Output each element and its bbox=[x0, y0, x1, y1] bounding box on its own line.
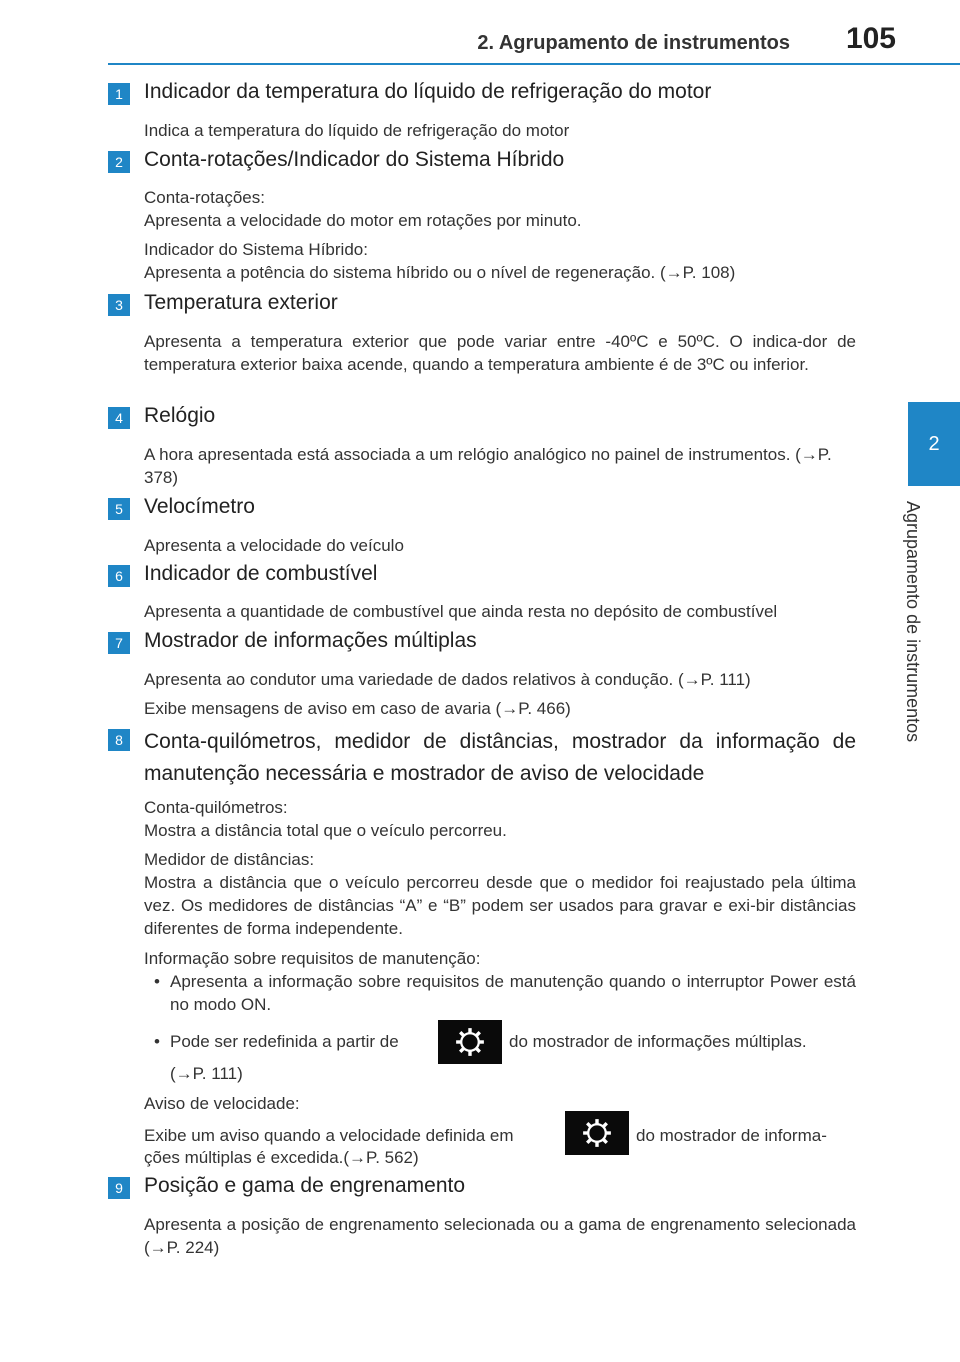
item-badge-5: 5 bbox=[108, 498, 130, 520]
item-label-8d: Aviso de velocidade: bbox=[144, 1094, 300, 1113]
item-text-8d-a: Exibe um aviso quando a velocidade defin… bbox=[144, 1126, 514, 1145]
item-badge-3: 3 bbox=[108, 294, 130, 316]
list-item: • Apresenta a informação sobre requisito… bbox=[154, 970, 856, 1016]
item-badge-6: 6 bbox=[108, 565, 130, 587]
item-text-8d-b: do mostrador de informa- bbox=[636, 1126, 827, 1145]
item-label-2b: Indicador do Sistema Híbrido: bbox=[144, 240, 368, 259]
header-rule bbox=[108, 63, 960, 65]
settings-gear-icon bbox=[438, 1020, 502, 1064]
item-badge-7: 7 bbox=[108, 632, 130, 654]
item-text-9: Apresenta a posição de engrenamento sele… bbox=[144, 1215, 856, 1257]
settings-gear-icon bbox=[565, 1111, 629, 1155]
item-label-8a: Conta-quilómetros: bbox=[144, 798, 288, 817]
page-number: 105 bbox=[845, 22, 896, 55]
bullet-text-1: Apresenta a informação sobre requisitos … bbox=[170, 972, 856, 1014]
item-badge-2: 2 bbox=[108, 151, 130, 173]
item-text-7a: Apresenta ao condutor uma variedade de d… bbox=[144, 670, 751, 689]
bullet-mark: • bbox=[154, 972, 160, 991]
bullet-text-2b: do mostrador de informações múltiplas. bbox=[509, 1032, 807, 1051]
item-label-8c: Informação sobre requisitos de manutençã… bbox=[144, 949, 481, 968]
item-title-6: Indicador de combustível bbox=[144, 562, 378, 585]
item-text-2a: Apresenta a velocidade do motor em rotaç… bbox=[144, 211, 582, 230]
chapter-tab: 2 Agrupamento de instrumentos bbox=[903, 66, 960, 1362]
item-text-3: Apresenta a temperatura exterior que pod… bbox=[144, 332, 856, 374]
bullet-mark: • bbox=[154, 1032, 160, 1051]
bullet-text-2c: (→P. 111) bbox=[170, 1064, 243, 1083]
item-badge-4: 4 bbox=[108, 407, 130, 429]
item-title-8: Conta-quilómetros, medidor de distâncias… bbox=[144, 730, 856, 785]
item-text-1: Indica a temperatura do líquido de refri… bbox=[144, 121, 570, 140]
item-text-2b: Apresenta a potência do sistema híbrido … bbox=[144, 263, 736, 282]
bullet-text-2a: Pode ser redefinida a partir de bbox=[170, 1032, 399, 1051]
gear-icon bbox=[583, 1119, 611, 1147]
item-title-9: Posição e gama de engrenamento bbox=[144, 1174, 466, 1197]
item-text-8b: Mostra a distância que o veículo percorr… bbox=[144, 873, 856, 938]
item-text-4: A hora apresentada está associada a um r… bbox=[144, 445, 832, 487]
chapter-label: Agrupamento de instrumentos bbox=[903, 501, 923, 743]
item-badge-9: 9 bbox=[108, 1177, 130, 1199]
item-text-7b: Exibe mensagens de aviso em caso de avar… bbox=[144, 699, 571, 718]
item-title-3: Temperatura exterior bbox=[144, 291, 338, 314]
list-item: • Pode ser redefinida a partir de bbox=[154, 1030, 856, 1053]
item-text-6: Apresenta a quantidade de combustível qu… bbox=[144, 602, 778, 621]
item-badge-1: 1 bbox=[108, 83, 130, 105]
item-text-8d-c: ções múltiplas é excedida.(→P. 562) bbox=[144, 1148, 419, 1167]
page-header: 2. Agrupamento de instrumentos 105 bbox=[0, 0, 960, 65]
section-title: 2. Agrupamento de instrumentos bbox=[477, 32, 790, 54]
item-label-2a: Conta-rotações: bbox=[144, 188, 265, 207]
item-title-7: Mostrador de informações múltiplas bbox=[144, 629, 477, 652]
item-title-1: Indicador da temperatura do líquido de r… bbox=[144, 80, 712, 103]
item-title-5: Velocímetro bbox=[144, 495, 255, 518]
item-label-8b: Medidor de distâncias: bbox=[144, 850, 315, 869]
gear-icon bbox=[456, 1028, 484, 1056]
item-title-4: Relógio bbox=[144, 404, 216, 427]
chapter-number: 2 bbox=[908, 402, 960, 486]
item-text-5: Apresenta a velocidade do veículo bbox=[144, 536, 404, 555]
item-badge-8: 8 bbox=[108, 729, 130, 751]
item-title-2: Conta-rotações/Indicador do Sistema Híbr… bbox=[144, 148, 565, 171]
item-text-8a: Mostra a distância total que o veículo p… bbox=[144, 821, 507, 840]
